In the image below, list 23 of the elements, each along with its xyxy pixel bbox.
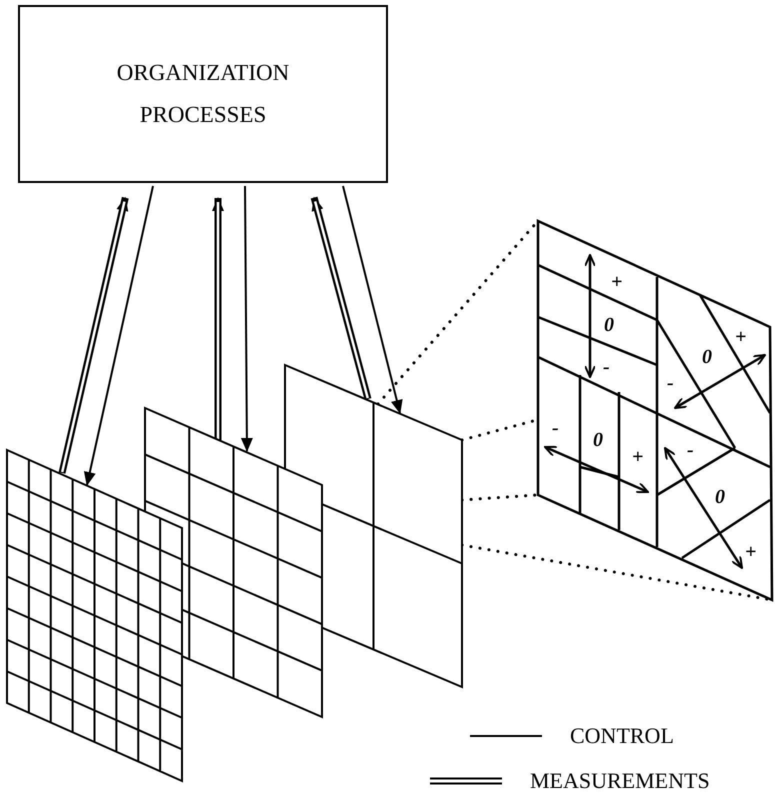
sign-label: 0 <box>715 487 725 507</box>
box-title: ORGANIZATION PROCESSES <box>116 59 290 129</box>
arrow <box>84 186 154 486</box>
sign-label: 0 <box>702 347 712 367</box>
sign-label: - <box>667 373 674 393</box>
legend-label: CONTROL <box>570 725 674 747</box>
sign-label: - <box>603 357 610 377</box>
arrow <box>240 186 253 452</box>
sign-label: + <box>611 272 622 292</box>
sign-label: 0 <box>604 315 614 335</box>
sign-label: + <box>735 327 746 347</box>
double-arrow <box>58 196 129 474</box>
sign-label: - <box>552 418 559 438</box>
sign-label: 0 <box>593 430 603 450</box>
double-arrow <box>212 197 224 440</box>
sign-label: + <box>632 447 644 467</box>
sign-label: - <box>687 440 694 460</box>
arrow <box>342 186 403 414</box>
process-box <box>18 5 388 183</box>
dotted-line <box>460 494 538 502</box>
sign-label: + <box>745 542 756 562</box>
double-arrow <box>310 196 372 400</box>
legend-label: MEASUREMENTS <box>530 770 710 792</box>
